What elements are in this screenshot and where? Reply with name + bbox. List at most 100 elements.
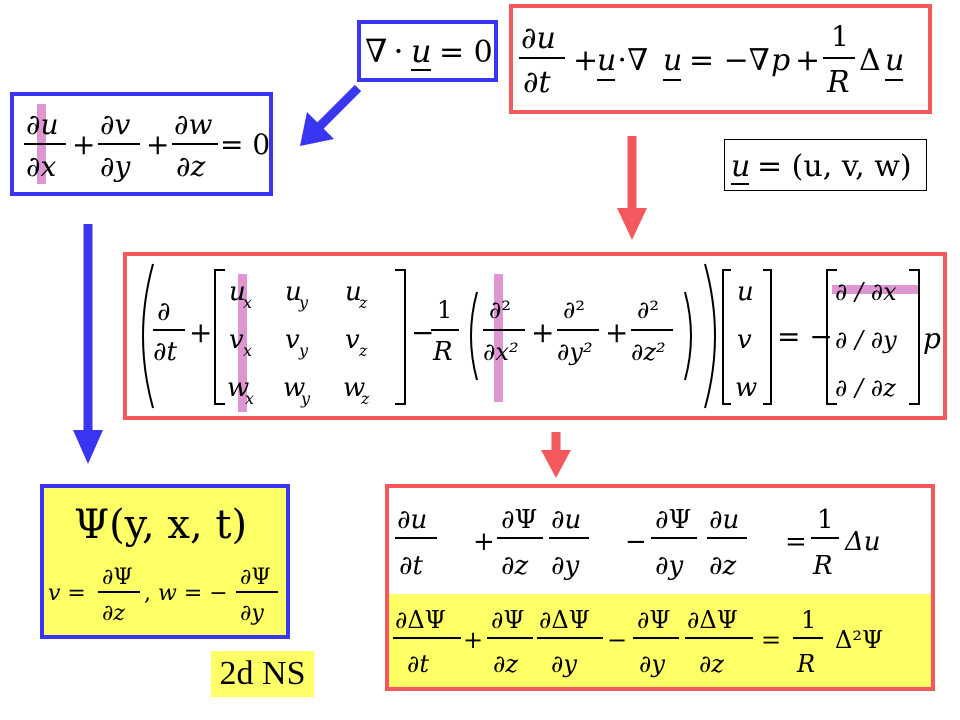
mx-p: p bbox=[923, 322, 941, 355]
divergence-vector-box: ∇ ⋅ u = 0 bbox=[357, 20, 498, 82]
gu-y-sub: y bbox=[298, 293, 309, 312]
gv-x-sub: x bbox=[243, 341, 252, 360]
mx-d2x-num: ∂² bbox=[489, 296, 511, 324]
gp-z: ∂ / ∂z bbox=[835, 374, 896, 402]
gv-z-base: v bbox=[345, 325, 360, 355]
ns-one: 1 bbox=[831, 20, 849, 53]
mx-one: 1 bbox=[437, 296, 452, 324]
ns-R: R bbox=[826, 65, 850, 100]
mx-d2y-num: ∂² bbox=[563, 296, 585, 324]
gv-x-base: v bbox=[229, 325, 244, 355]
div-t2-num: ∂v bbox=[100, 108, 130, 141]
rt-n3: ∂u bbox=[551, 505, 581, 535]
highlight-grad-column bbox=[238, 274, 247, 412]
rt-R: R bbox=[812, 551, 833, 581]
mx-d-num: ∂ bbox=[157, 297, 170, 327]
mx-d-den: ∂t bbox=[153, 337, 177, 367]
gu-x-sub: x bbox=[243, 293, 252, 312]
rt-plus: + bbox=[473, 527, 495, 557]
navier-stokes-vector-eq: ∂u ∂t + u ⋅∇ u = −∇ p + 1 R Δ u bbox=[519, 20, 904, 100]
rb-minus: − bbox=[607, 626, 627, 654]
gw-x-sub: x bbox=[245, 389, 254, 408]
gp-y: ∂ / ∂y bbox=[835, 326, 897, 354]
matrix-form-box: ∂ ∂t + u x u y u z v x v y v z w x bbox=[123, 252, 947, 420]
rt-n4: ∂Ψ bbox=[655, 505, 691, 535]
mx-plus2: + bbox=[531, 316, 554, 349]
gw-y-base: w bbox=[283, 373, 305, 403]
mx-minus: − bbox=[411, 316, 434, 349]
arrow-blue-diagonal bbox=[300, 84, 362, 146]
sf-comma: , bbox=[144, 581, 151, 606]
gv-z-sub: z bbox=[358, 341, 368, 360]
mx-d2y-den: ∂y² bbox=[557, 338, 593, 366]
rb-n4: ∂Ψ bbox=[637, 606, 670, 634]
gu-z-sub: z bbox=[358, 293, 368, 312]
rb-d5: ∂z bbox=[699, 650, 724, 678]
ns-dot-nabla: ⋅∇ bbox=[617, 43, 648, 78]
gu-y-base: u bbox=[285, 277, 302, 307]
vec-u: u bbox=[737, 277, 754, 307]
div-plus1: + bbox=[72, 128, 95, 161]
gv-y-sub: y bbox=[298, 341, 309, 360]
psi-definition: Ψ(y, x, t) bbox=[74, 502, 247, 548]
rb-d4: ∂y bbox=[639, 650, 665, 678]
rb-n1: ∂ΔΨ bbox=[395, 606, 446, 634]
gw-z-sub: z bbox=[360, 389, 370, 408]
matrix-form-eq: ∂ ∂t + u x u y u z v x v y v z w x bbox=[142, 263, 941, 409]
vel-u: u bbox=[731, 149, 750, 184]
gw-x-base: w bbox=[227, 373, 249, 403]
rt-d2: ∂z bbox=[501, 551, 528, 581]
rb-tail: Δ²Ψ bbox=[835, 626, 883, 654]
ns-partial-t: ∂t bbox=[523, 65, 552, 100]
vel-rhs: = (u, v, w) bbox=[757, 149, 912, 184]
mx-plus3: + bbox=[605, 316, 628, 349]
navier-stokes-vector-box: ∂u ∂t + u ⋅∇ u = −∇ p + 1 R Δ u bbox=[509, 4, 932, 114]
ns-delta: Δ bbox=[859, 43, 881, 78]
arrow-red-bottom bbox=[541, 432, 571, 478]
gp-x: ∂ / ∂x bbox=[835, 278, 897, 306]
gu-z-base: u bbox=[345, 277, 362, 307]
sf-v: v = bbox=[48, 581, 86, 606]
rb-d3: ∂y bbox=[551, 650, 577, 678]
mx-d2z-den: ∂z² bbox=[631, 338, 666, 366]
rb-n3: ∂ΔΨ bbox=[539, 606, 590, 634]
rt-n1: ∂u bbox=[397, 505, 427, 535]
gw-z-base: w bbox=[343, 373, 365, 403]
rt-tail: Δu bbox=[844, 527, 881, 557]
rt-d5: ∂z bbox=[709, 551, 736, 581]
rt-d4: ∂y bbox=[655, 551, 683, 581]
rb-eq: = bbox=[761, 626, 781, 654]
div-t3-den: ∂z bbox=[176, 150, 205, 183]
div-rhs: = 0 bbox=[220, 128, 269, 161]
highlight-d2x bbox=[494, 274, 503, 402]
dot-symbol: ⋅ bbox=[393, 32, 404, 70]
label-2d-ns: 2d NS bbox=[211, 651, 314, 697]
ns-plus2: + bbox=[795, 43, 820, 78]
velocity-definition-eq: u = (u, v, w) bbox=[731, 149, 912, 185]
highlight-ddx bbox=[832, 285, 918, 294]
divergence-component-eq: ∂u ∂x + ∂v ∂y + ∂w ∂z = 0 bbox=[24, 108, 269, 183]
result-equations-eq: ∂u ∂t + ∂Ψ ∂z ∂u ∂y − ∂Ψ ∂y ∂u ∂z = 1 bbox=[393, 505, 883, 678]
rb-one: 1 bbox=[801, 606, 816, 634]
arrow-red-top bbox=[617, 136, 647, 240]
rb-n2: ∂Ψ bbox=[491, 606, 524, 634]
result-equations-box: ∂u ∂t + ∂Ψ ∂z ∂u ∂y − ∂Ψ ∂y ∂u ∂z = 1 bbox=[385, 484, 935, 691]
ns-u: u bbox=[597, 43, 616, 78]
gu-x-base: u bbox=[229, 277, 246, 307]
rb-plus: + bbox=[463, 626, 483, 654]
rb-d2: ∂z bbox=[493, 650, 518, 678]
nabla-symbol: ∇ bbox=[365, 32, 387, 70]
div-t1-num: ∂u bbox=[26, 108, 59, 141]
ns-eq-minus-nabla: = −∇ bbox=[689, 43, 770, 78]
sf-num2: ∂Ψ bbox=[240, 565, 271, 590]
mx-d2x-den: ∂x² bbox=[483, 338, 519, 366]
divergence-component-box: ∂u ∂x + ∂v ∂y + ∂w ∂z = 0 bbox=[10, 92, 273, 196]
ns-u3: u bbox=[885, 43, 904, 78]
rb-n5: ∂ΔΨ bbox=[687, 606, 738, 634]
rt-n5: ∂u bbox=[709, 505, 739, 535]
mx-eq-minus: = − bbox=[777, 320, 833, 353]
div-t1-den: ∂x bbox=[26, 150, 56, 183]
rt-eq: = bbox=[785, 527, 807, 557]
